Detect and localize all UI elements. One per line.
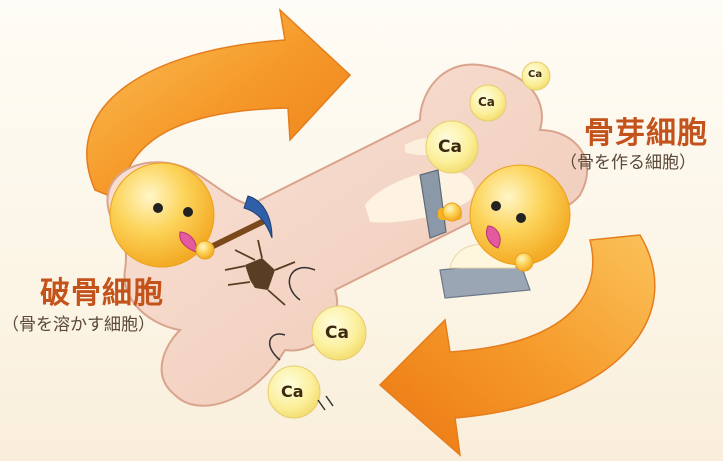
calcium-label: Ca (438, 137, 462, 157)
osteoblast-title: 骨芽細胞 (584, 108, 708, 152)
osteoblast-description: （骨を作る細胞） (560, 148, 696, 173)
calcium-label: Ca (478, 95, 495, 109)
osteoclast-cell (110, 163, 214, 267)
calcium-label: Ca (281, 382, 304, 401)
osteoclast-title: 破骨細胞 (40, 268, 164, 312)
calcium-label: Ca (325, 323, 349, 343)
calcium-label: Ca (528, 69, 542, 80)
osteoclast-description: （骨を溶かす細胞） (2, 310, 155, 335)
